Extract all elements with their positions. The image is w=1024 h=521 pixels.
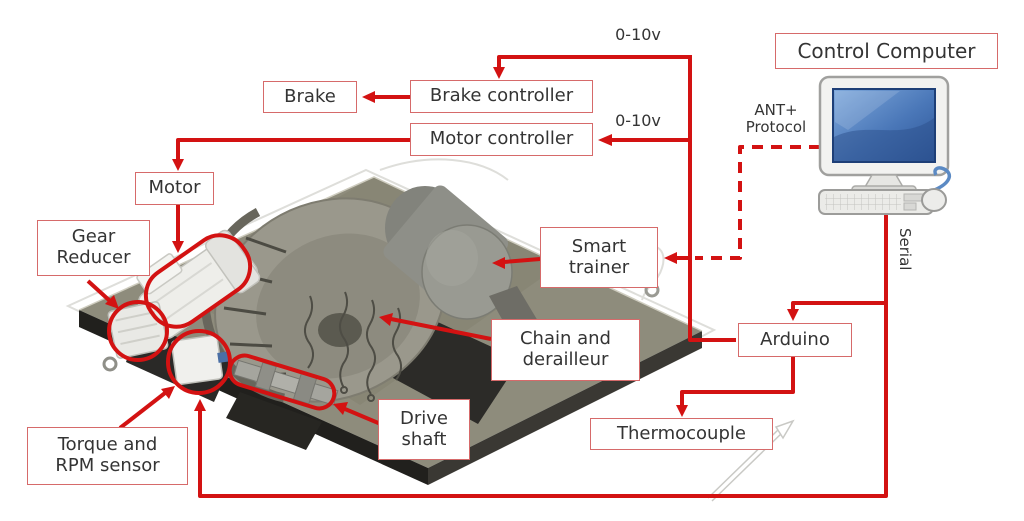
brake-label: Brake (284, 85, 336, 107)
torque-rpm-label-1: Torque and (57, 434, 158, 456)
thermocouple-label: Thermocouple (617, 422, 746, 444)
line-arduino-to-thermocouple (680, 357, 795, 405)
shaft-mount (226, 392, 322, 450)
keyboard-keys-right2 (903, 202, 917, 211)
box-smart-trainer: Smart trainer (540, 227, 658, 288)
box-torque-rpm-sensor: Torque and RPM sensor (27, 427, 188, 485)
screen-wave (834, 118, 934, 161)
box-brake-controller: Brake controller (410, 80, 593, 113)
arduino-label: Arduino (760, 328, 830, 350)
gear-reducer-label-2: Reducer (56, 247, 131, 268)
control-computer-label: Control Computer (797, 38, 976, 63)
box-brake: Brake (263, 81, 357, 113)
line-serial-to-arduino (791, 301, 886, 309)
serial-label: Serial (896, 228, 914, 271)
box-motor: Motor (135, 172, 214, 205)
line-motorcontroller-to-motor (176, 138, 410, 159)
box-arduino: Arduino (738, 323, 852, 357)
line-driveshaftbox-to-rect (344, 407, 384, 427)
monitor-neck (863, 174, 905, 188)
box-chain-derailleur: Chain and derailleur (491, 319, 640, 381)
brake-controller-label: Brake controller (429, 85, 574, 107)
box-thermocouple: Thermocouple (590, 418, 773, 450)
line-top-0-10v (497, 55, 690, 68)
mouse (921, 188, 947, 212)
gear-reducer-callout-circle (107, 300, 169, 362)
smart-trainer-label-1: Smart (571, 235, 627, 257)
mouse-cable (931, 166, 952, 193)
line-main-vertical-arduino (688, 55, 736, 342)
screen-sheen (835, 91, 900, 130)
ant-protocol-line2: Protocol (745, 118, 807, 137)
voltage-label-mid: 0-10v (615, 111, 661, 130)
smart-trainer-label-2: trainer (568, 256, 630, 278)
chain-derailleur-label-2: derailleur (522, 349, 609, 370)
drive-shaft-callout-rect (227, 353, 337, 411)
torque-sensor-photo (170, 334, 231, 386)
motor-label: Motor (148, 177, 201, 199)
ant-protocol-label: ANT+ Protocol (736, 101, 816, 137)
voltage-label-top: 0-10v (615, 25, 661, 44)
connector-lines (86, 55, 888, 498)
motor-controller-label: Motor controller (429, 128, 574, 150)
chain-derailleur-label-1: Chain and (519, 328, 611, 350)
drive-shaft-label-1: Drive (400, 407, 448, 429)
line-serial-loop (198, 215, 888, 498)
line-gearbox-to-circle (86, 279, 112, 303)
drive-shaft-label-2: shaft (401, 428, 447, 450)
line-ant-dashed (695, 145, 820, 260)
box-drive-shaft: Drive shaft (378, 399, 470, 460)
line-smarttrainer-to-drum (503, 257, 541, 264)
keyboard-keys (825, 194, 901, 210)
line-chainbox-to-chain (390, 317, 492, 341)
motor-callout-rect (143, 233, 253, 329)
arrowheads (105, 67, 799, 417)
gear-reducer-label-1: Gear (71, 226, 116, 248)
box-gear-reducer: Gear Reducer (37, 220, 150, 276)
box-control-computer: Control Computer (775, 33, 998, 69)
eyebolt-left (102, 356, 118, 372)
line-torquebox-to-circle (118, 391, 167, 430)
torque-rpm-label-2: RPM sensor (55, 455, 160, 476)
box-motor-controller: Motor controller (410, 123, 593, 156)
ant-protocol-line1: ANT+ (754, 101, 798, 119)
computer-icon (818, 75, 952, 215)
callout-shapes (107, 233, 337, 411)
